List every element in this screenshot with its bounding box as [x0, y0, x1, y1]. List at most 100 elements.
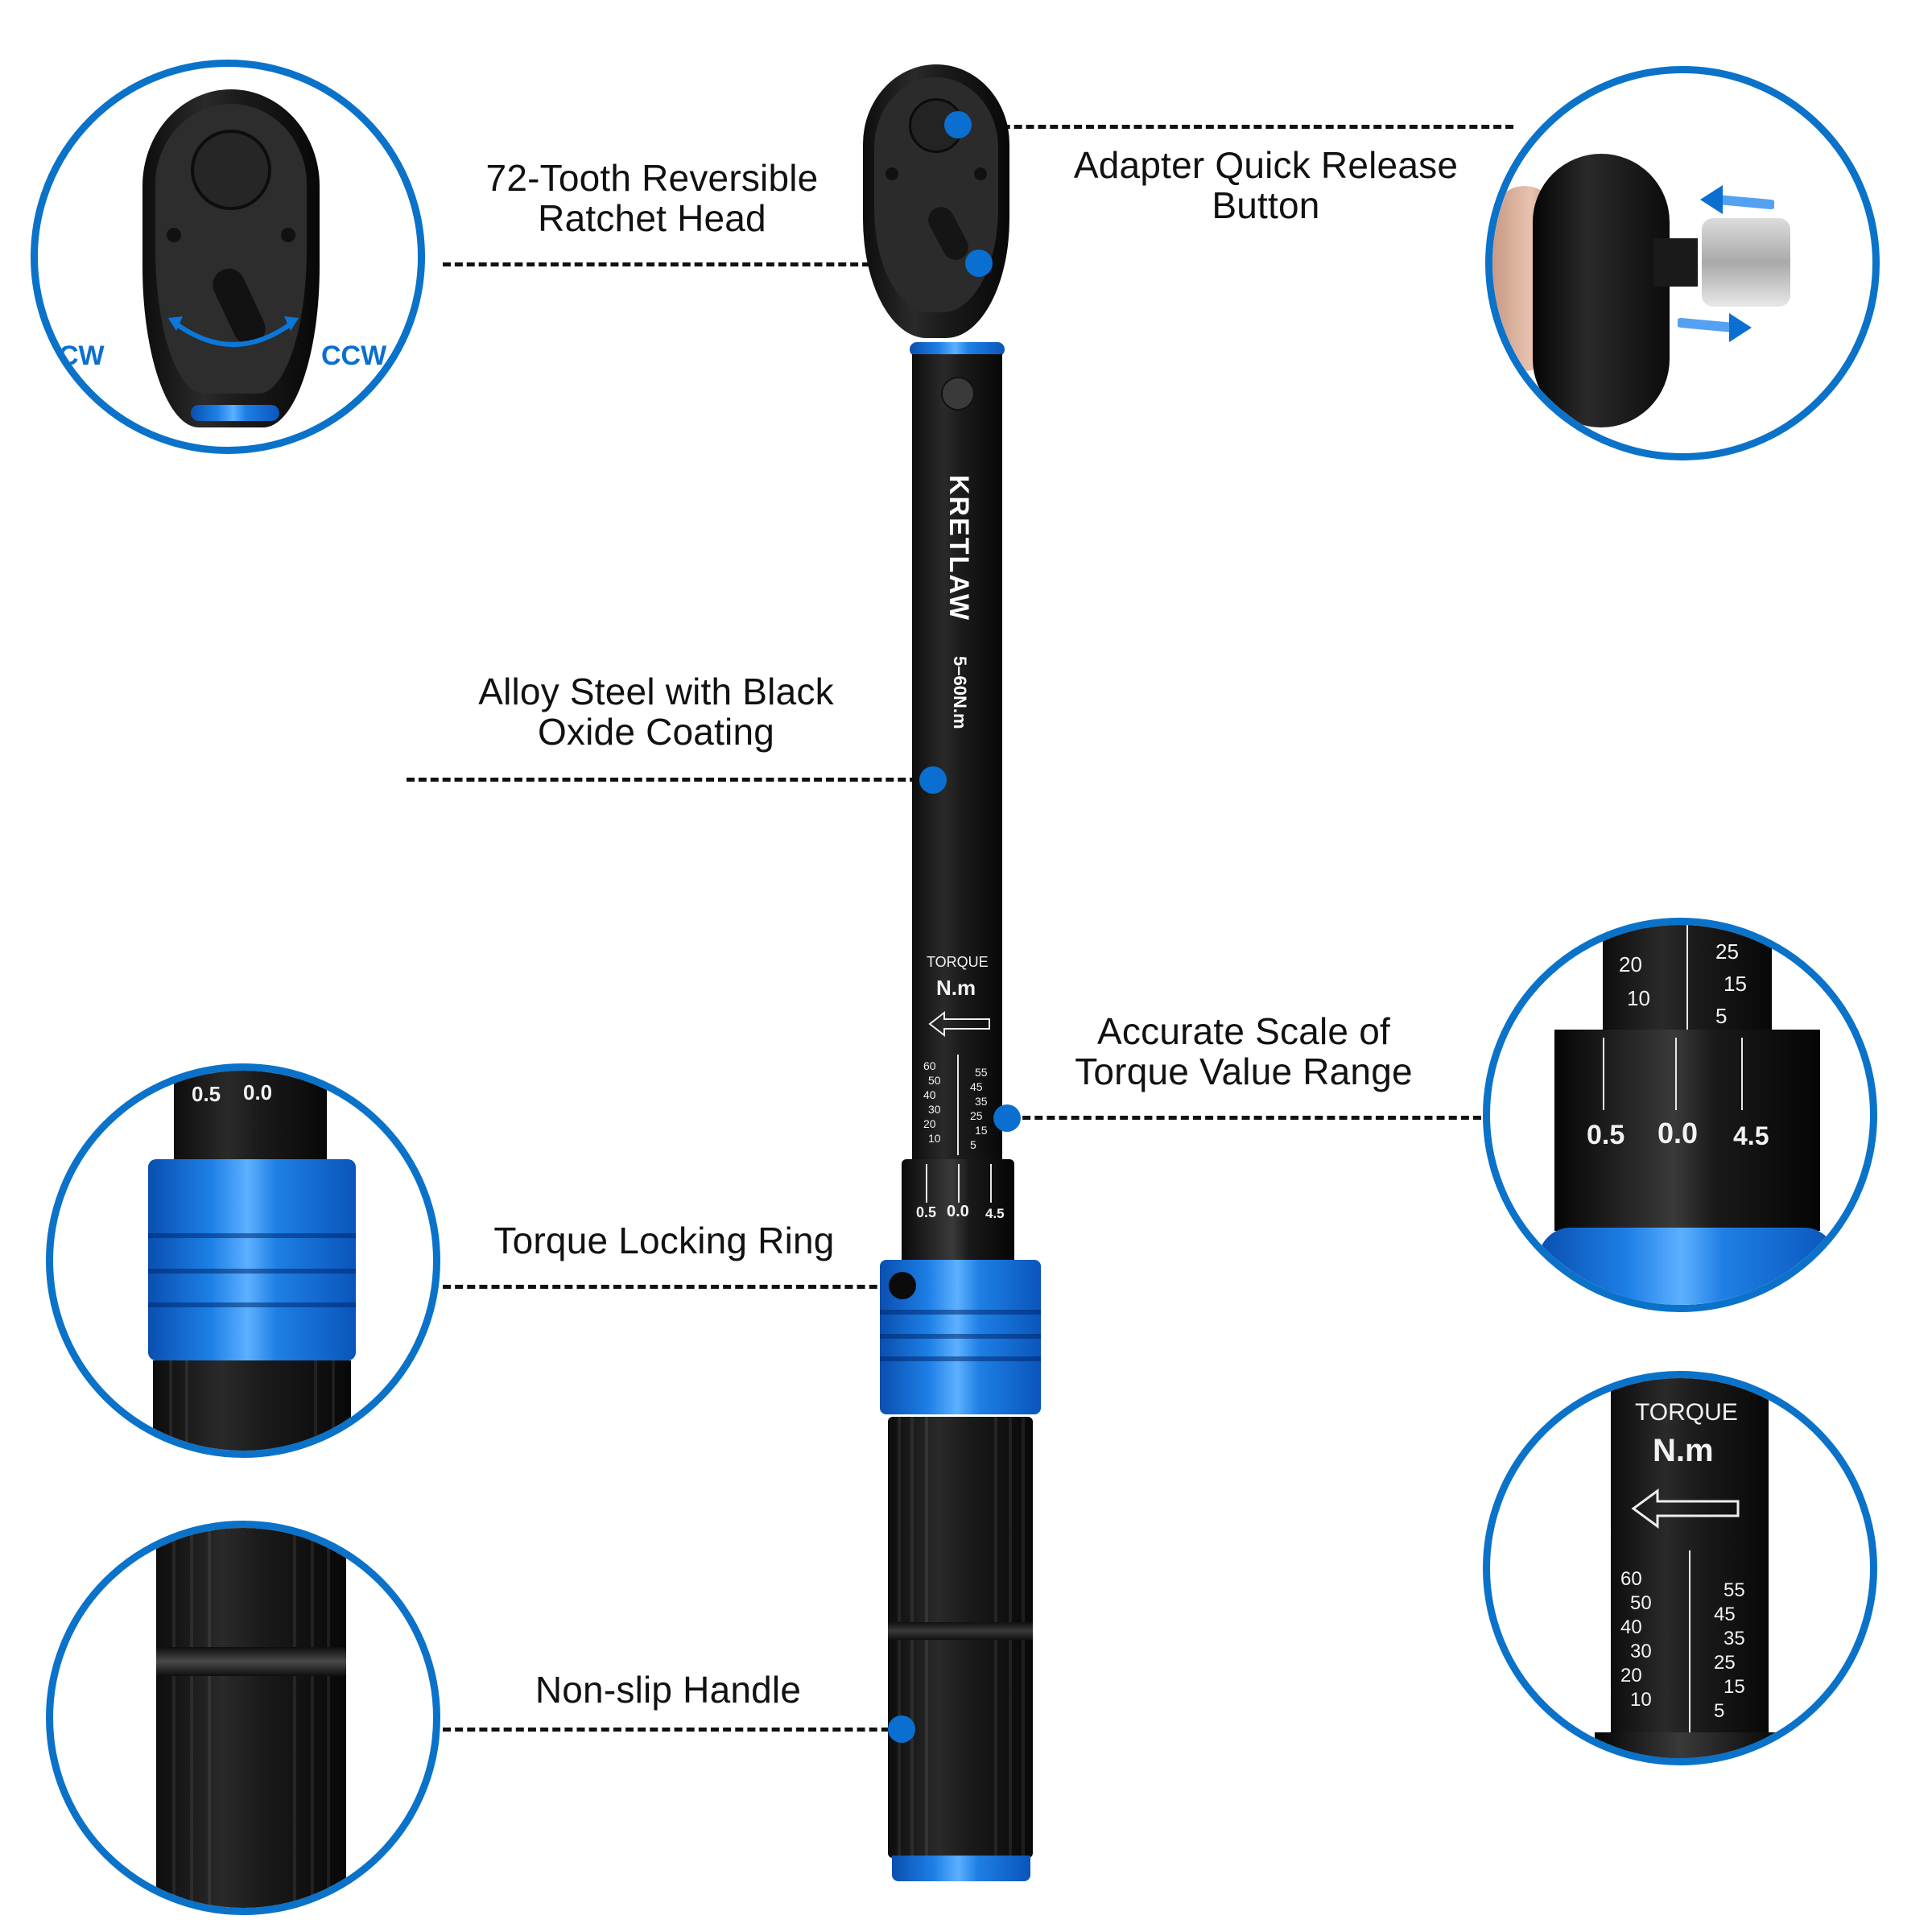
callout-accurate-scale-line1: Accurate Scale of — [1097, 1010, 1390, 1052]
non-slip-handle[interactable] — [888, 1417, 1033, 1858]
leader-line-ratchet-head — [443, 262, 978, 266]
detail-left-10: 10 — [1630, 1689, 1652, 1711]
detail-scale-right-5: 5 — [1715, 1004, 1728, 1028]
detail-direction-arrow-icon — [1630, 1488, 1743, 1530]
torque-range-mark: 5–60N.m — [950, 656, 970, 729]
detail-handle-grip — [156, 1528, 346, 1908]
detail-dial-collar: 0.5 0.0 4.5 — [1554, 1030, 1820, 1231]
direction-arrow-icon — [928, 1010, 993, 1038]
detail-head-blue-ring — [191, 405, 279, 421]
detail-handle-waist — [156, 1647, 346, 1676]
detail-circle-quick-release — [1485, 66, 1880, 460]
arrow-in-icon — [1694, 182, 1776, 222]
scale-right-5: 5 — [970, 1138, 976, 1151]
dial-tick — [926, 1164, 927, 1203]
scale-right-55: 55 — [975, 1066, 988, 1079]
callout-non-slip-handle: Non-slip Handle — [467, 1670, 869, 1710]
detail-drive-square — [1653, 238, 1698, 287]
handle-rib — [311, 1528, 314, 1908]
detail-left-50: 50 — [1630, 1592, 1652, 1614]
detail-scale-right-25: 25 — [1715, 939, 1739, 964]
handle-rib — [293, 1528, 296, 1908]
detail-left-30: 30 — [1630, 1641, 1652, 1662]
detail-scale-title: TORQUE — [1635, 1399, 1738, 1426]
head-blue-ring — [910, 342, 1005, 357]
detail-screw-left-icon — [167, 228, 181, 242]
scale-title: TORQUE — [927, 954, 989, 970]
detail-dial-value-3: 4.5 — [1733, 1121, 1769, 1150]
detail-ring-groove — [148, 1233, 356, 1238]
detail-ring-dial-value-1: 0.5 — [192, 1082, 221, 1106]
handle-rib — [327, 1528, 330, 1908]
head-plate — [874, 77, 998, 312]
ring-groove — [880, 1310, 1041, 1315]
callout-accurate-scale: Accurate Scale of Torque Value Range — [1034, 1011, 1453, 1092]
shaft-button — [941, 377, 975, 411]
detail-right-25: 25 — [1714, 1652, 1736, 1674]
scale-right-25: 25 — [970, 1109, 983, 1122]
arrow-out-icon — [1676, 307, 1758, 347]
handle-rib — [332, 1360, 335, 1451]
detail-locking-ring — [148, 1159, 356, 1360]
callout-ratchet-head: 72-Tooth Reversible Ratchet Head — [451, 158, 853, 238]
detail-scale-left-20: 20 — [1619, 952, 1642, 976]
detail-ring-handle — [153, 1360, 351, 1451]
dial-value-1: 0.5 — [916, 1204, 937, 1220]
dial-collar: 0.5 0.0 4.5 — [902, 1159, 1014, 1264]
screw-left-icon — [886, 167, 898, 180]
detail-drive-button — [191, 130, 271, 210]
callout-ratchet-head-line1: 72-Tooth Reversible — [485, 157, 819, 199]
detail-right-5: 5 — [1714, 1700, 1725, 1722]
detail-dial-tick — [1603, 1038, 1604, 1110]
leader-line-quick-release — [978, 125, 1513, 129]
scale-left-20: 20 — [923, 1117, 936, 1130]
ccw-label: CCW — [321, 341, 387, 371]
scale-left-40: 40 — [923, 1088, 936, 1101]
scale-unit: N.m — [936, 976, 976, 1000]
detail-left-40: 40 — [1620, 1616, 1642, 1638]
detail-scale-center-line — [1686, 925, 1688, 1038]
handle-rib — [1022, 1417, 1025, 1858]
ring-groove — [880, 1334, 1041, 1339]
detail-dial-tick — [1741, 1038, 1743, 1110]
torque-locking-ring[interactable] — [880, 1260, 1041, 1414]
detail-label-shaft: TORQUE N.m 60 50 40 30 20 10 55 45 35 25… — [1611, 1378, 1769, 1758]
leader-line-accurate-scale — [1010, 1116, 1481, 1120]
dial-value-3: 4.5 — [985, 1206, 1005, 1221]
callout-quick-release-line2: Button — [1212, 184, 1320, 226]
handle-rib — [169, 1360, 172, 1451]
wrench-shaft: KRETLAW 5–60N.m TORQUE N.m 60 50 40 30 2… — [912, 354, 1002, 1167]
scale-right-45: 45 — [970, 1080, 983, 1093]
reverse-lever — [923, 202, 973, 265]
detail-circle-locking-ring: 0.5 0.0 — [46, 1063, 440, 1458]
dial-tick — [958, 1164, 960, 1203]
callout-dot-quick-release — [944, 111, 972, 138]
detail-ring-groove — [148, 1269, 356, 1274]
scale-left-30: 30 — [928, 1103, 941, 1116]
handle-rib — [910, 1417, 914, 1858]
scale-left-10: 10 — [928, 1132, 941, 1145]
detail-screw-right-icon — [281, 228, 295, 242]
scale-left-50: 50 — [928, 1074, 941, 1087]
detail-wrench-head-side — [1533, 154, 1670, 427]
detail-dial-value-2: 0.0 — [1657, 1117, 1699, 1150]
detail-circle-handle — [46, 1521, 440, 1915]
handle-end-cap — [892, 1856, 1030, 1881]
callout-non-slip-handle-line1: Non-slip Handle — [535, 1669, 802, 1711]
detail-label-center-line — [1689, 1550, 1690, 1758]
callout-locking-ring-line1: Torque Locking Ring — [493, 1220, 835, 1261]
handle-rib — [898, 1417, 901, 1858]
scale-right-15: 15 — [975, 1124, 988, 1137]
callout-alloy-steel: Alloy Steel with Black Oxide Coating — [439, 671, 873, 752]
detail-right-35: 35 — [1724, 1628, 1745, 1649]
leader-line-alloy-steel — [407, 778, 930, 782]
callout-quick-release-line1: Adapter Quick Release — [1073, 144, 1459, 186]
detail-ratchet-head — [142, 89, 320, 427]
detail-socket — [1702, 218, 1790, 307]
scale-right-35: 35 — [975, 1095, 988, 1108]
detail-circle-torque-label: TORQUE N.m 60 50 40 30 20 10 55 45 35 25… — [1483, 1371, 1877, 1765]
handle-rib — [1009, 1417, 1012, 1858]
detail-blue-ring-top — [1538, 1228, 1836, 1305]
handle-rib — [208, 1528, 211, 1908]
handle-rib — [925, 1417, 928, 1858]
